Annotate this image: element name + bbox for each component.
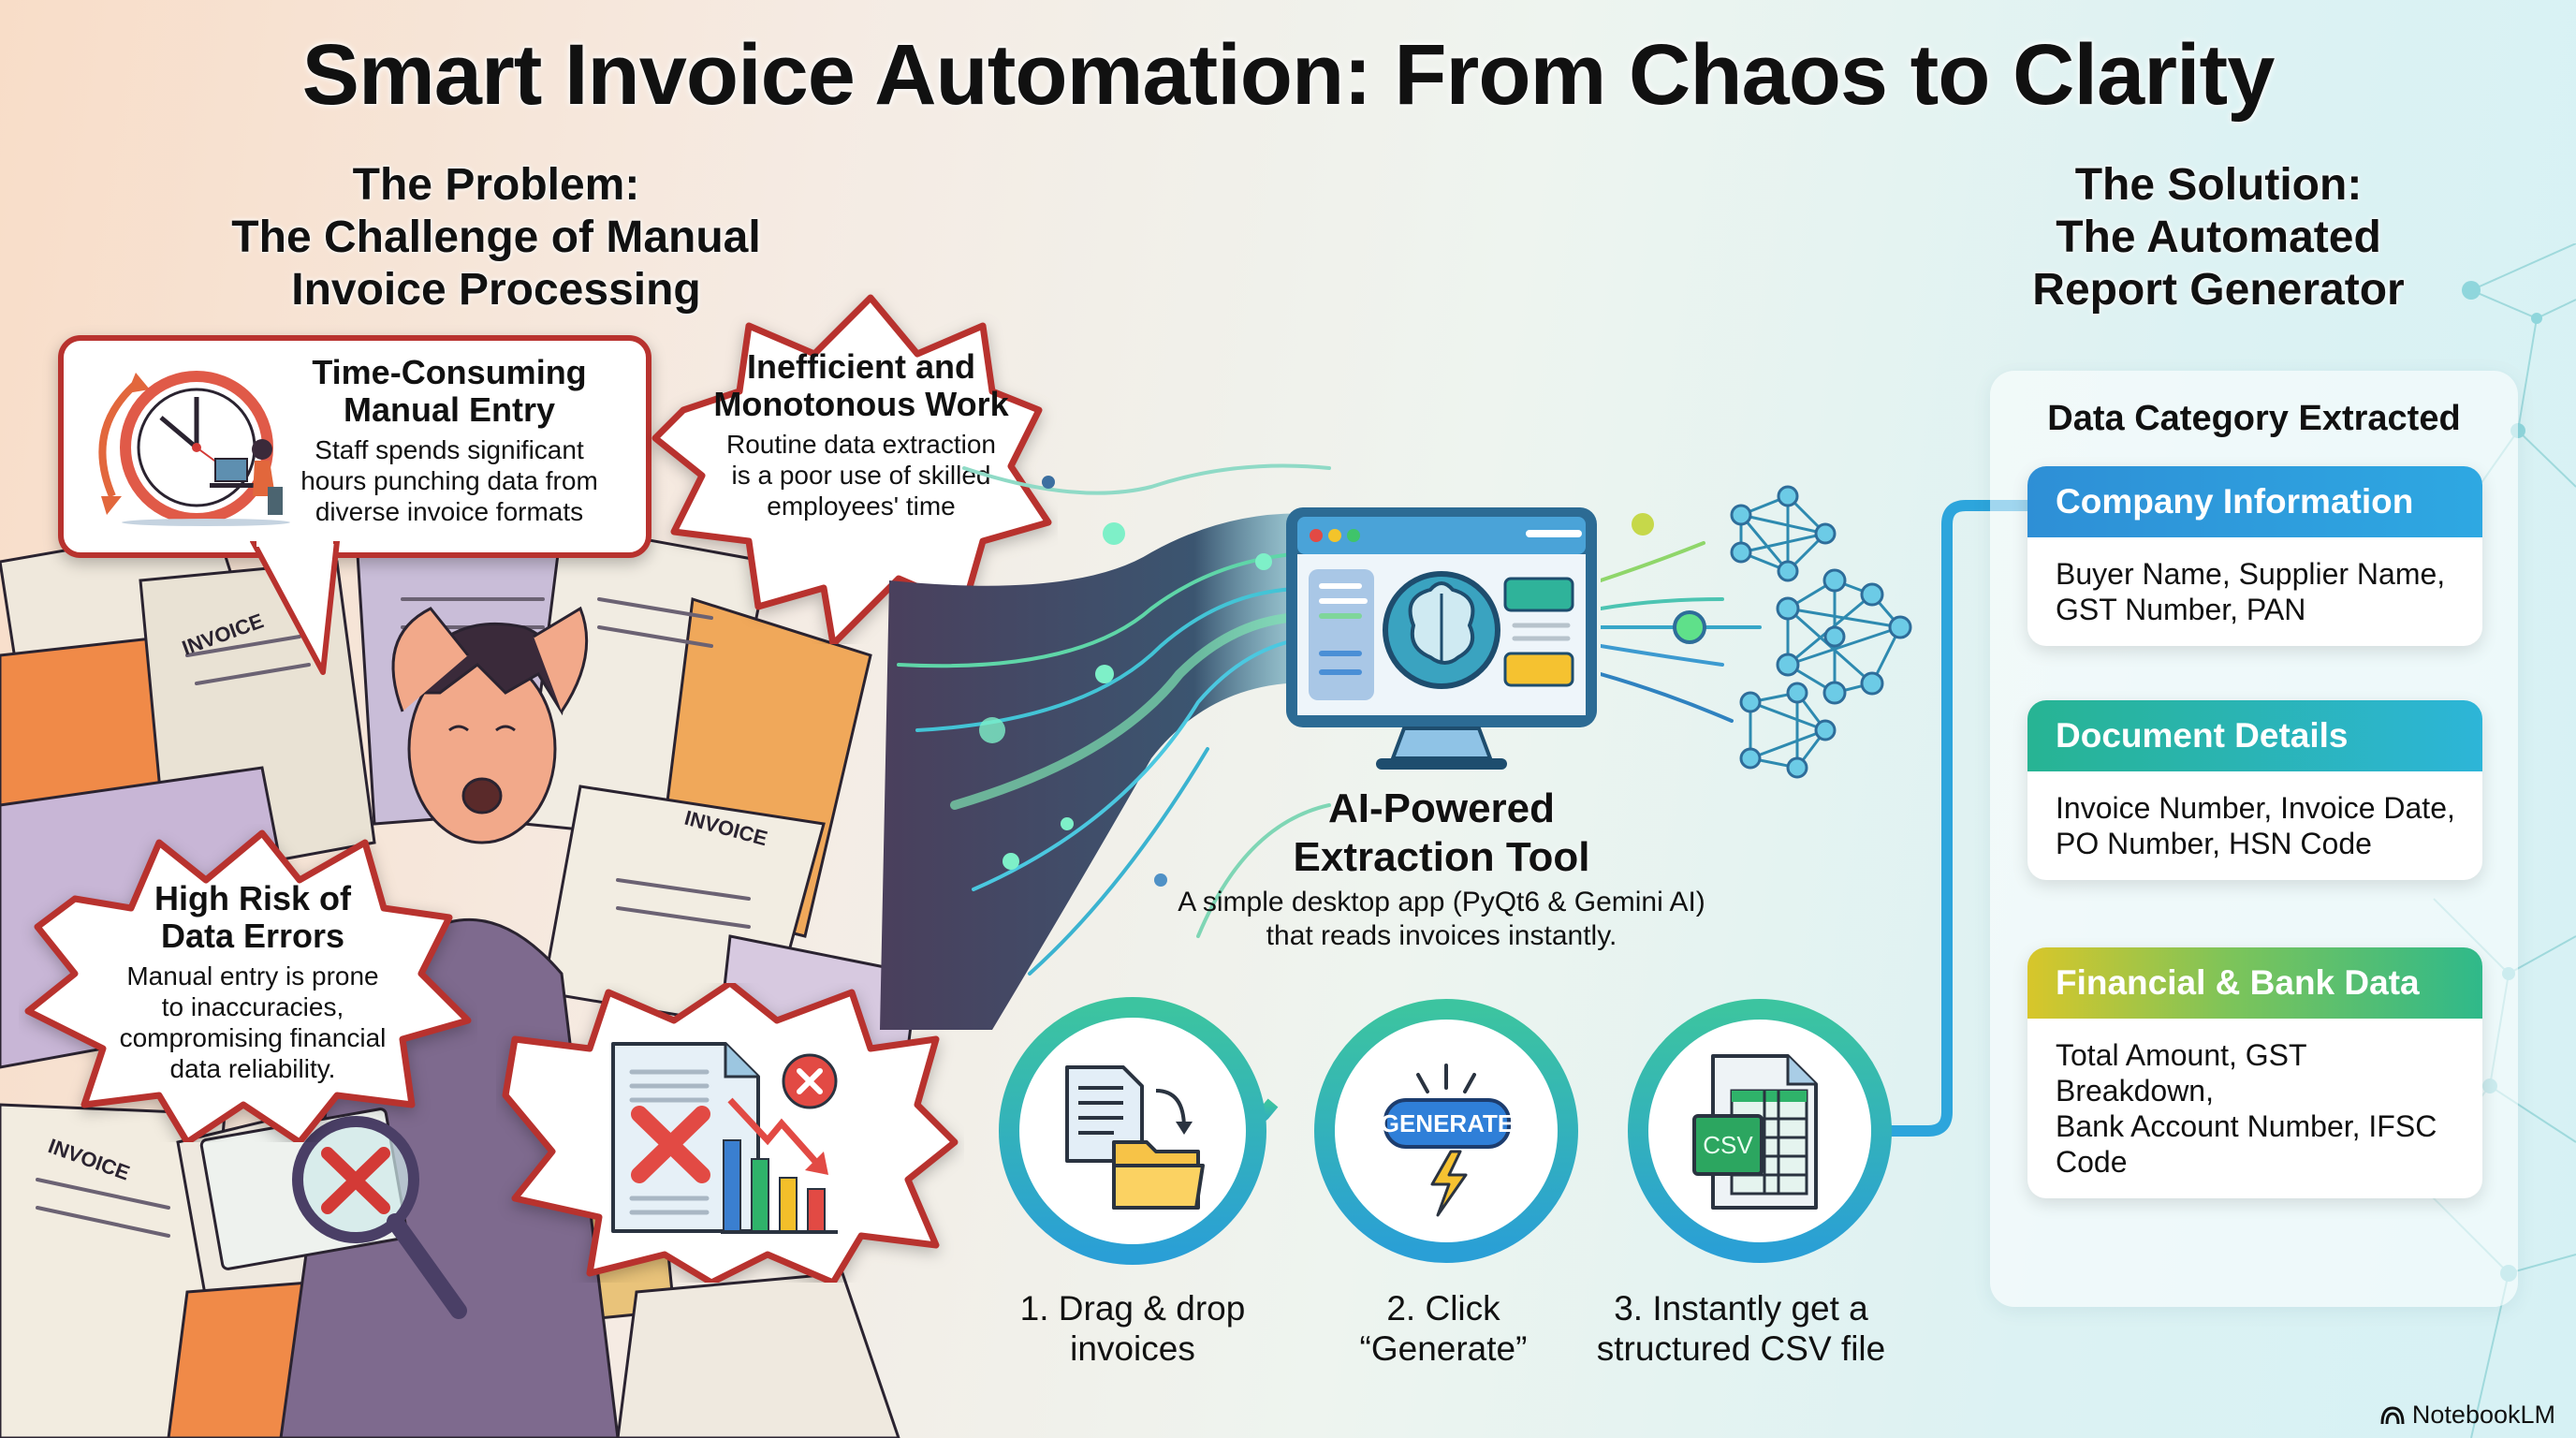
card-body-line: Buyer Name, Supplier Name, — [2056, 557, 2446, 591]
solution-heading-line: Report Generator — [2032, 265, 2405, 315]
card-company-information: Company Information Buyer Name, Supplier… — [2027, 466, 2482, 646]
card-financial-bank-data: Financial & Bank Data Total Amount, GST … — [2027, 947, 2482, 1198]
solution-heading-line: The Automated — [2056, 213, 2381, 262]
workflow-steps-diagram: GENERATE CSV — [999, 500, 2037, 1265]
callout-title-line: Manual Entry — [343, 390, 556, 429]
step-1-label: 1. Drag & drop invoices — [964, 1288, 1301, 1369]
problem-heading-line: Invoice Processing — [291, 265, 701, 315]
tool-title-line: Extraction Tool — [1293, 834, 1590, 880]
brand-watermark: NotebookLM — [2380, 1401, 2555, 1430]
generate-button-icon — [1383, 1098, 1511, 1149]
callout-body-line: employees' time — [767, 492, 956, 521]
magnifier-error-icon — [199, 1108, 467, 1319]
step-3-label: 3. Instantly get a structured CSV file — [1573, 1288, 1910, 1369]
callout-title-line: Time-Consuming — [312, 353, 587, 391]
brand-name: NotebookLM — [2411, 1401, 2555, 1429]
tool-title: AI-Powered Extraction Tool — [1208, 785, 1676, 882]
card-header: Document Details — [2027, 700, 2482, 771]
csv-file-icon: CSV — [1692, 1054, 1818, 1210]
callout-title-line: High Risk of — [154, 879, 351, 917]
step-2-generate: GENERATE — [1314, 999, 1578, 1263]
tool-description-line: that reads invoices instantly. — [1266, 920, 1617, 951]
window-close-dot — [1310, 529, 1323, 542]
data-stream-flow — [880, 463, 1334, 1030]
card-body-line: Total Amount, GST Breakdown, — [2056, 1038, 2306, 1108]
callout-body-line: hours punching data from — [300, 466, 598, 495]
step-label-line: 2. Click — [1386, 1289, 1500, 1328]
ai-tool-monitor-icon — [1286, 507, 1597, 770]
callout-body-line: Manual entry is prone — [126, 961, 379, 990]
error-report-icon — [611, 1042, 838, 1234]
lightning-icon — [1430, 1150, 1468, 1217]
card-body-line: PO Number, HSN Code — [2056, 827, 2372, 860]
window-maximize-dot — [1347, 529, 1360, 542]
card-body-line: Bank Account Number, IFSC — [2056, 1109, 2437, 1143]
problem-heading-line: The Challenge of Manual — [231, 213, 761, 262]
generate-button-text: GENERATE — [1381, 1109, 1515, 1137]
page-title: Smart Invoice Automation: From Chaos to … — [301, 27, 2276, 123]
window-minimize-dot — [1328, 529, 1341, 542]
callout-body-line: diverse invoice formats — [315, 497, 584, 526]
card-document-details: Document Details Invoice Number, Invoice… — [2027, 700, 2482, 880]
callout-inefficient-starburst — [651, 294, 1052, 644]
csv-badge-text: CSV — [1703, 1131, 1753, 1159]
neural-network-icon — [1601, 485, 1912, 779]
tool-description-line: A simple desktop app (PyQt6 & Gemini AI) — [1178, 887, 1705, 917]
connector-to-data-cards — [1707, 500, 2037, 1137]
step-label-line: 3. Instantly get a — [1614, 1289, 1868, 1328]
problem-heading-line: The Problem: — [352, 160, 640, 210]
callout-tail — [250, 541, 340, 675]
problem-heading: The Problem: The Challenge of Manual Inv… — [178, 159, 814, 316]
callout-body-line: data reliability. — [169, 1054, 336, 1083]
callout-title-line: Monotonous Work — [713, 385, 1009, 423]
tool-title-line: AI-Powered — [1327, 785, 1556, 831]
card-body-line: GST Number, PAN — [2056, 593, 2306, 626]
panel-title: Data Category Extracted — [2047, 399, 2461, 438]
solution-heading: The Solution: The Automated Report Gener… — [1984, 159, 2452, 316]
callout-body-line: Routine data extraction — [726, 430, 996, 459]
card-body: Total Amount, GST Breakdown, Bank Accoun… — [2027, 1019, 2482, 1198]
step-2-label: 2. Click “Generate” — [1275, 1288, 1612, 1369]
error-report-starburst — [502, 983, 959, 1283]
callout-inefficient-text: Inefficient and Monotonous Work Routine … — [693, 348, 1030, 521]
tool-description: A simple desktop app (PyQt6 & Gemini AI)… — [1105, 886, 1778, 953]
callout-title-line: Data Errors — [160, 917, 345, 955]
step-label-line: structured CSV file — [1596, 1329, 1886, 1368]
card-body: Invoice Number, Invoice Date, PO Number,… — [2027, 771, 2482, 880]
step-label-line: invoices — [1070, 1329, 1195, 1368]
solution-heading-line: The Solution: — [2074, 160, 2363, 210]
card-header: Financial & Bank Data — [2027, 947, 2482, 1019]
callout-title-line: Inefficient and — [746, 347, 976, 386]
callout-body-line: compromising financial — [119, 1023, 387, 1052]
callout-body-line: is a poor use of skilled — [731, 461, 991, 490]
card-header: Company Information — [2027, 466, 2482, 537]
callout-data-errors-starburst — [24, 829, 472, 1142]
step-label-line: 1. Drag & drop — [1019, 1289, 1246, 1328]
notebooklm-logo-icon — [2380, 1405, 2405, 1424]
drag-drop-folder-icon — [1065, 1065, 1205, 1210]
step-label-line: “Generate” — [1359, 1329, 1528, 1368]
card-body-line: Invoice Number, Invoice Date, — [2056, 791, 2455, 825]
callout-data-errors-text: High Risk of Data Errors Manual entry is… — [75, 880, 431, 1084]
callout-body-line: Staff spends significant — [315, 435, 584, 464]
step-1-drag-drop — [999, 997, 1266, 1265]
step-3-csv: CSV — [1628, 999, 1892, 1263]
clock-icon — [98, 371, 290, 526]
card-body: Buyer Name, Supplier Name, GST Number, P… — [2027, 537, 2482, 646]
callout-body-line: to inaccuracies, — [161, 992, 344, 1021]
callout-time-consuming-text: Time-Consuming Manual Entry Staff spends… — [290, 354, 608, 527]
card-body-line: Code — [2056, 1145, 2128, 1179]
